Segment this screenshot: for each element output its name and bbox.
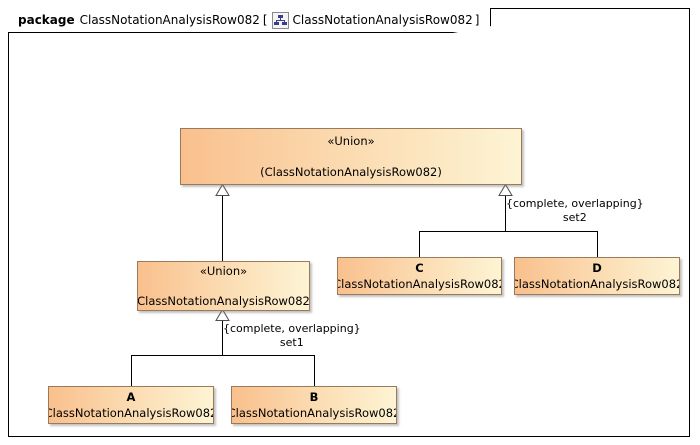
genset2-constraint: {complete, overlapping} xyxy=(506,197,644,210)
genset1-arrowhead xyxy=(215,309,230,321)
package-header-tab[interactable]: package ClassNotationAnalysisRow082 [ Cl… xyxy=(8,8,492,33)
genset1-label: {complete, overlapping} set1 xyxy=(223,322,361,351)
genset1-stem xyxy=(222,320,223,356)
package-diagram-name: ClassNotationAnalysisRow082 xyxy=(292,13,473,27)
genset1-crossbar xyxy=(131,355,315,356)
genset2-branch-c xyxy=(419,231,420,258)
genset2-name: set2 xyxy=(562,211,587,225)
class-name: A xyxy=(126,390,136,405)
class-box-b[interactable]: B (ClassNotationAnalysisRow082) xyxy=(231,386,397,424)
class-name: B xyxy=(309,390,319,405)
package-header-content: package ClassNotationAnalysisRow082 [ Cl… xyxy=(18,11,481,29)
genset1-constraint: {complete, overlapping} xyxy=(223,322,361,335)
package-keyword: package xyxy=(18,13,75,27)
class-box-union-top[interactable]: «Union» (ClassNotationAnalysisRow082) xyxy=(180,128,522,185)
package-name: ClassNotationAnalysisRow082 xyxy=(79,13,260,27)
bracket-close: ] xyxy=(474,13,480,27)
genset2-arrowhead xyxy=(498,184,513,196)
class-qualified-name: (ClassNotationAnalysisRow082) xyxy=(48,405,214,420)
class-diagram-icon xyxy=(271,11,289,29)
class-box-c[interactable]: C (ClassNotationAnalysisRow082) xyxy=(337,257,502,295)
genset1-branch-b xyxy=(314,355,315,386)
genset2-crossbar xyxy=(419,231,598,232)
genset2-branch-d xyxy=(597,231,598,258)
class-qualified-name: (ClassNotationAnalysisRow082) xyxy=(514,276,680,291)
genset1-name: set1 xyxy=(279,336,304,350)
class-qualified-name: (ClassNotationAnalysisRow082) xyxy=(231,405,397,420)
genset2-stem xyxy=(505,195,506,232)
generalization-line-mid-to-top xyxy=(222,195,223,262)
class-box-union-mid[interactable]: «Union» (ClassNotationAnalysisRow082) xyxy=(137,261,310,311)
class-name: D xyxy=(592,261,602,276)
class-name: C xyxy=(415,261,424,276)
class-qualified-name: (ClassNotationAnalysisRow082) xyxy=(137,294,310,308)
package-frame xyxy=(8,8,690,437)
bracket-open: [ xyxy=(262,13,268,27)
class-box-d[interactable]: D (ClassNotationAnalysisRow082) xyxy=(514,257,680,295)
genset2-label: {complete, overlapping} set2 xyxy=(506,197,644,226)
genset1-branch-a xyxy=(131,355,132,386)
class-stereotype: «Union» xyxy=(199,263,248,278)
class-qualified-name: (ClassNotationAnalysisRow082) xyxy=(260,164,442,179)
class-stereotype: «Union» xyxy=(327,134,375,149)
class-box-a[interactable]: A (ClassNotationAnalysisRow082) xyxy=(48,386,214,424)
class-qualified-name: (ClassNotationAnalysisRow082) xyxy=(337,276,502,291)
generalization-arrowhead-mid-to-top xyxy=(215,184,230,196)
